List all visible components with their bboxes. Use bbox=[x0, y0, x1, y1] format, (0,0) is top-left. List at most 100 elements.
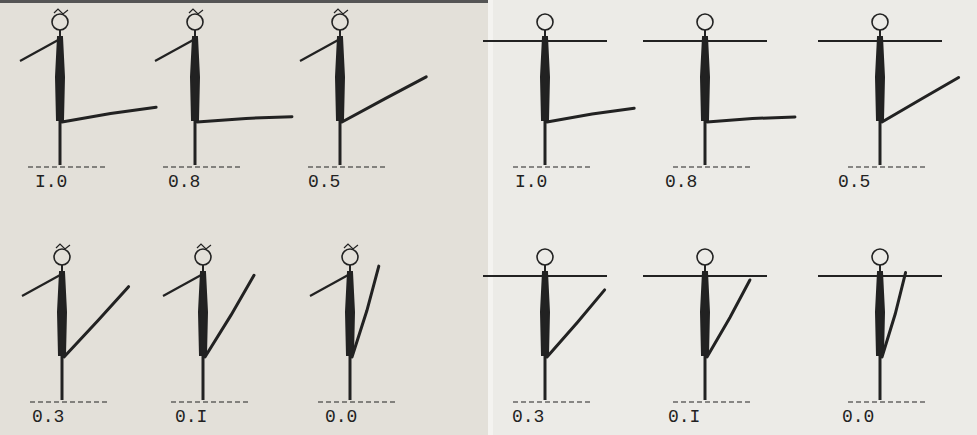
raised-leg bbox=[205, 275, 254, 357]
neck bbox=[544, 30, 546, 37]
raised-leg bbox=[197, 117, 292, 122]
right-panel bbox=[493, 0, 977, 435]
ground-line bbox=[673, 166, 753, 167]
standing-leg bbox=[349, 355, 352, 400]
torso bbox=[876, 272, 884, 355]
head bbox=[537, 249, 553, 265]
score-label: 0.8 bbox=[168, 173, 200, 191]
raised-leg bbox=[547, 108, 634, 122]
score-label: 0.3 bbox=[32, 408, 64, 426]
dancer-figure bbox=[155, 9, 292, 167]
neck bbox=[704, 265, 706, 272]
raised-leg bbox=[352, 266, 379, 357]
score-label: 0.3 bbox=[512, 408, 544, 426]
dancer-figure bbox=[483, 14, 634, 167]
head bbox=[697, 14, 713, 30]
score-label: I.0 bbox=[35, 173, 67, 191]
dancer-figure bbox=[818, 249, 942, 402]
ground-line bbox=[673, 401, 753, 402]
dancer-figure bbox=[643, 14, 795, 167]
raised-leg bbox=[64, 287, 129, 357]
ground-line bbox=[163, 166, 243, 167]
head bbox=[52, 14, 68, 30]
torso bbox=[701, 272, 709, 355]
arms bbox=[643, 275, 767, 277]
ground-line bbox=[171, 401, 251, 402]
hair bbox=[344, 244, 358, 249]
neck bbox=[339, 30, 341, 37]
arm bbox=[155, 39, 195, 61]
neck bbox=[349, 265, 351, 272]
arm bbox=[300, 39, 340, 61]
hair bbox=[197, 244, 211, 249]
raised-leg bbox=[707, 117, 795, 122]
dancer-figure bbox=[22, 244, 129, 402]
score-label: 0.8 bbox=[665, 173, 697, 191]
raised-leg bbox=[882, 273, 906, 357]
dancer-figure bbox=[818, 14, 959, 167]
torso bbox=[541, 37, 549, 120]
score-label: 0.5 bbox=[838, 173, 870, 191]
hair bbox=[54, 9, 68, 14]
arms bbox=[483, 275, 607, 277]
arms bbox=[483, 40, 607, 42]
raised-leg bbox=[882, 78, 959, 123]
standing-leg bbox=[59, 120, 62, 165]
panel-edge bbox=[0, 0, 488, 3]
ground-line bbox=[28, 166, 108, 167]
neck bbox=[202, 265, 204, 272]
head bbox=[54, 249, 70, 265]
arm bbox=[20, 39, 60, 61]
neck bbox=[879, 30, 881, 37]
torso bbox=[58, 272, 66, 355]
arms bbox=[818, 40, 942, 42]
head bbox=[342, 249, 358, 265]
torso bbox=[701, 37, 709, 120]
score-label: 0.0 bbox=[325, 408, 357, 426]
head bbox=[872, 14, 888, 30]
torso bbox=[876, 37, 884, 120]
arms bbox=[643, 40, 767, 42]
ground-line bbox=[30, 401, 110, 402]
hair bbox=[189, 9, 203, 14]
neck bbox=[59, 30, 61, 37]
head bbox=[872, 249, 888, 265]
score-label: 0.I bbox=[668, 408, 700, 426]
head bbox=[187, 14, 203, 30]
standing-leg bbox=[879, 355, 882, 400]
torso bbox=[56, 37, 64, 120]
head bbox=[332, 14, 348, 30]
standing-leg bbox=[202, 355, 205, 400]
neck bbox=[194, 30, 196, 37]
dancer-figure bbox=[310, 244, 398, 402]
dancer-figure bbox=[300, 9, 426, 167]
torso bbox=[199, 272, 207, 355]
raised-leg bbox=[707, 280, 750, 357]
torso bbox=[541, 272, 549, 355]
neck bbox=[704, 30, 706, 37]
arm bbox=[22, 274, 62, 296]
ground-line bbox=[513, 401, 593, 402]
dancer-figure bbox=[483, 249, 607, 402]
head bbox=[537, 14, 553, 30]
dancer-figure bbox=[643, 249, 767, 402]
standing-leg bbox=[704, 355, 707, 400]
score-label: 0.5 bbox=[308, 173, 340, 191]
arms bbox=[818, 275, 942, 277]
ground-line bbox=[513, 166, 593, 167]
raised-leg bbox=[62, 107, 156, 122]
torso bbox=[336, 37, 344, 120]
hair bbox=[334, 9, 348, 14]
arm bbox=[163, 274, 203, 296]
head bbox=[195, 249, 211, 265]
arm bbox=[310, 274, 350, 296]
standing-leg bbox=[544, 355, 547, 400]
standing-leg bbox=[61, 355, 64, 400]
standing-leg bbox=[544, 120, 547, 165]
torso bbox=[191, 37, 199, 120]
score-label: 0.I bbox=[175, 408, 207, 426]
hair bbox=[56, 244, 70, 249]
ground-line bbox=[848, 401, 928, 402]
